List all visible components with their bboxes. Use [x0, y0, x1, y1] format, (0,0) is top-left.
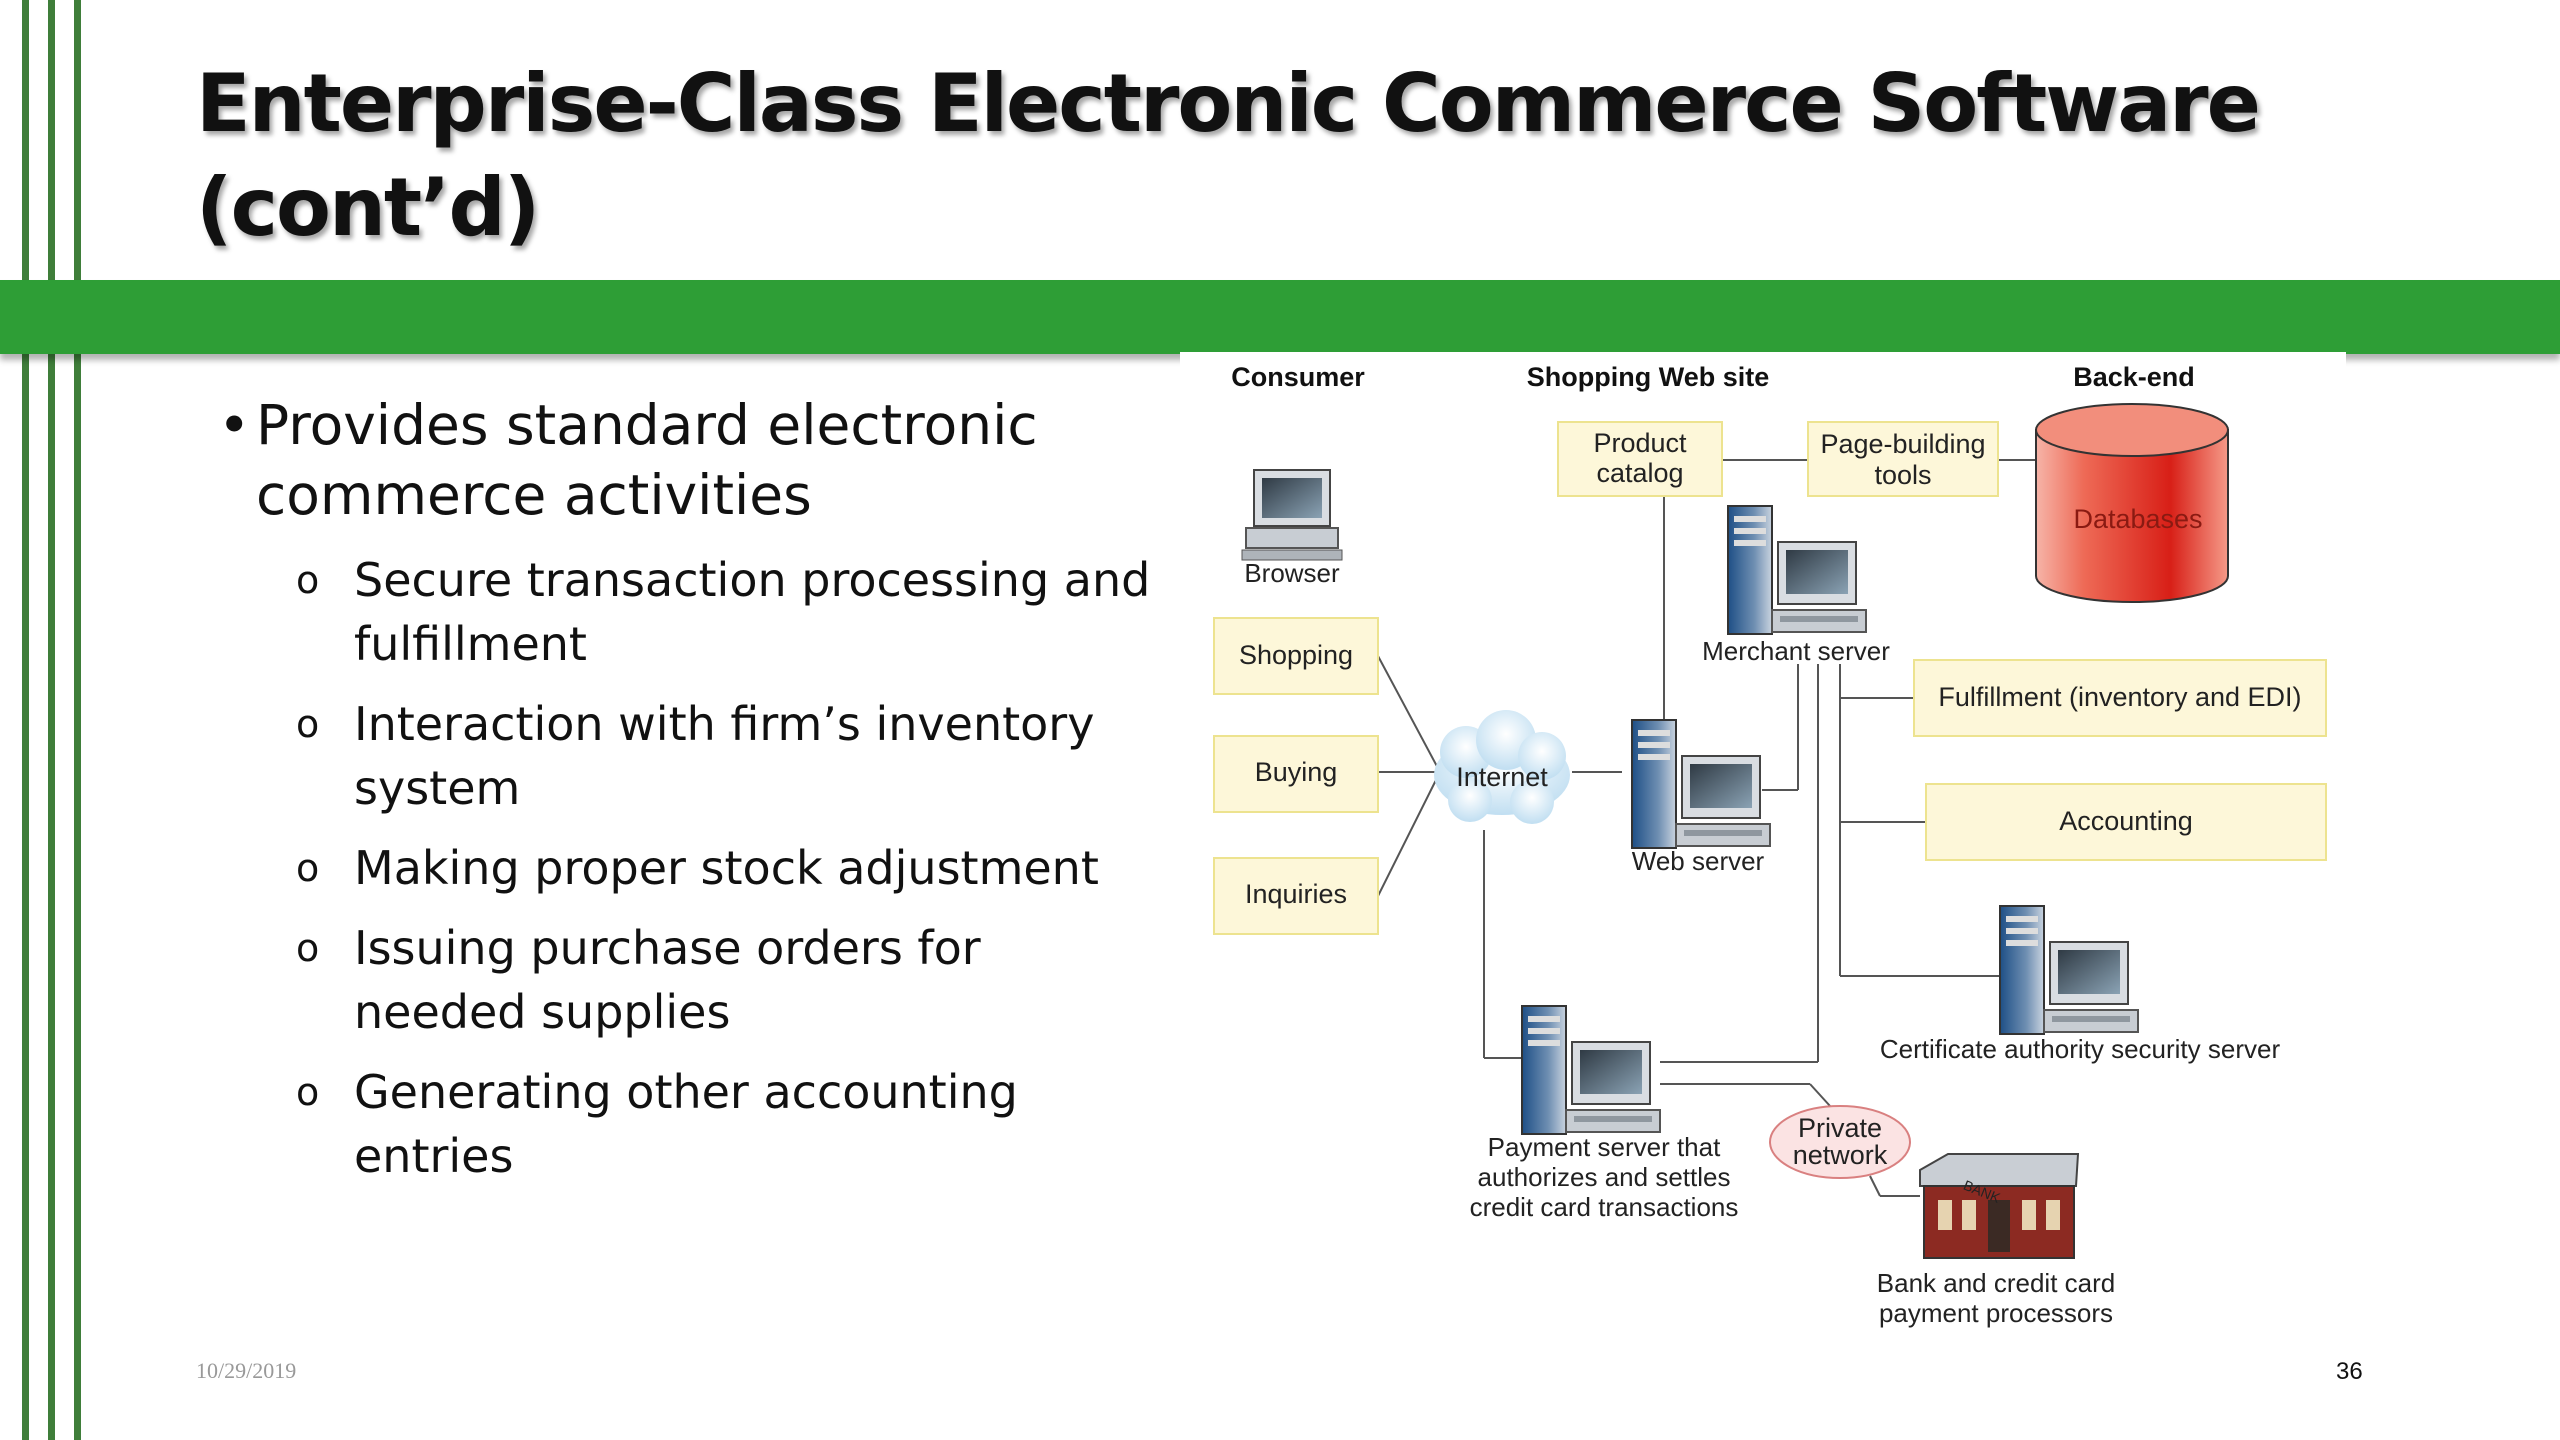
product-catalog-box	[1557, 421, 1723, 497]
sub-bullet-3-line1: Making proper stock adjustment	[354, 841, 1099, 895]
buying-label: Buying	[1255, 757, 1338, 787]
sub-bullet-circle: o	[296, 1070, 320, 1114]
page-building-box	[1807, 421, 1999, 497]
sub-bullet-4-line1: Issuing purchase orders for	[354, 921, 981, 975]
header-shopping-site: Shopping Web site	[1527, 362, 1770, 392]
diagram-connectors	[1377, 459, 2036, 1197]
header-consumer: Consumer	[1231, 362, 1365, 392]
slide-date: 10/29/2019	[196, 1358, 297, 1383]
bullet-list: • Provides standard electronic commerce …	[218, 390, 1158, 1204]
sub-bullet-1-line2: fulfillment	[354, 617, 587, 671]
sub-bullet-circle: o	[296, 926, 320, 970]
sub-bullet-2-line2: system	[354, 761, 521, 815]
sub-bullet-5-line1: Generating other accounting	[354, 1065, 1018, 1119]
payment-server-line1: Payment server that	[1488, 1132, 1721, 1162]
web-server-label: Web server	[1632, 846, 1765, 876]
accounting-label: Accounting	[2059, 806, 2193, 836]
title-band	[0, 280, 2560, 354]
payment-server-line3: credit card transactions	[1470, 1192, 1739, 1222]
sub-bullet-circle: o	[296, 702, 320, 746]
merchant-server-label: Merchant server	[1702, 636, 1890, 666]
product-catalog-line1: Product	[1593, 428, 1687, 458]
bank-line2: payment processors	[1879, 1298, 2113, 1328]
accounting-box	[1925, 783, 2327, 861]
sub-bullet-2-line1: Interaction with firm’s inventory	[354, 697, 1095, 751]
sub-bullet-1: o Secure transaction processing and fulf…	[218, 548, 1158, 676]
database-icon	[2035, 403, 2229, 603]
sub-bullet-1-line1: Secure transaction processing and	[354, 553, 1151, 607]
databases-label: Databases	[2073, 504, 2202, 534]
bullet-main: • Provides standard electronic commerce …	[218, 390, 1158, 530]
shopping-label: Shopping	[1239, 640, 1353, 670]
private-network-oval	[1769, 1105, 1911, 1179]
buying-box	[1213, 735, 1379, 813]
header-backend: Back-end	[2073, 362, 2195, 392]
left-rule-1	[22, 0, 29, 1440]
page-building-line1: Page-building	[1820, 429, 1985, 459]
bank-building-icon	[1919, 1153, 2080, 1259]
fulfillment-box	[1913, 659, 2327, 737]
sub-bullet-4: o Issuing purchase orders for needed sup…	[218, 916, 1158, 1044]
sub-bullet-5-line2: entries	[354, 1129, 514, 1183]
sub-bullet-circle: o	[296, 846, 320, 890]
certificate-server-label: Certificate authority security server	[1880, 1034, 2281, 1064]
bullet-main-line1: Provides standard electronic	[256, 393, 1038, 457]
bullet-main-line2: commerce activities	[256, 463, 812, 527]
page-building-line2: tools	[1874, 460, 1931, 490]
bank-line1: Bank and credit card	[1877, 1268, 2115, 1298]
inquiries-label: Inquiries	[1245, 879, 1347, 909]
sub-bullet-5: o Generating other accounting entries	[218, 1060, 1158, 1188]
bullet-dot: •	[218, 393, 251, 457]
internet-label: Internet	[1456, 762, 1548, 792]
product-catalog-line2: catalog	[1596, 458, 1683, 488]
browser-computer-icon	[1241, 469, 1343, 561]
private-network-line1: Private	[1798, 1113, 1882, 1143]
payment-server-line2: authorizes and settles	[1478, 1162, 1731, 1192]
slide-title-line2: (cont’d)	[196, 161, 540, 254]
sub-bullet-2: o Interaction with firm’s inventory syst…	[218, 692, 1158, 820]
browser-label: Browser	[1244, 558, 1340, 588]
fulfillment-label: Fulfillment (inventory and EDI)	[1938, 682, 2301, 712]
sub-bullet-4-line2: needed supplies	[354, 985, 731, 1039]
private-network-line2: network	[1793, 1140, 1888, 1170]
slide-page-number: 36	[2336, 1358, 2363, 1385]
sub-bullet-3: o Making proper stock adjustment	[218, 836, 1158, 900]
left-rule-3	[74, 0, 81, 1440]
slide-title: Enterprise-Class Electronic Commerce Sof…	[196, 52, 2446, 260]
internet-cloud-icon	[1434, 710, 1570, 824]
slide-title-line1: Enterprise-Class Electronic Commerce Sof…	[196, 57, 2261, 150]
inquiries-box	[1213, 857, 1379, 935]
left-rule-2	[48, 0, 55, 1440]
sub-bullet-circle: o	[296, 558, 320, 602]
shopping-box	[1213, 617, 1379, 695]
